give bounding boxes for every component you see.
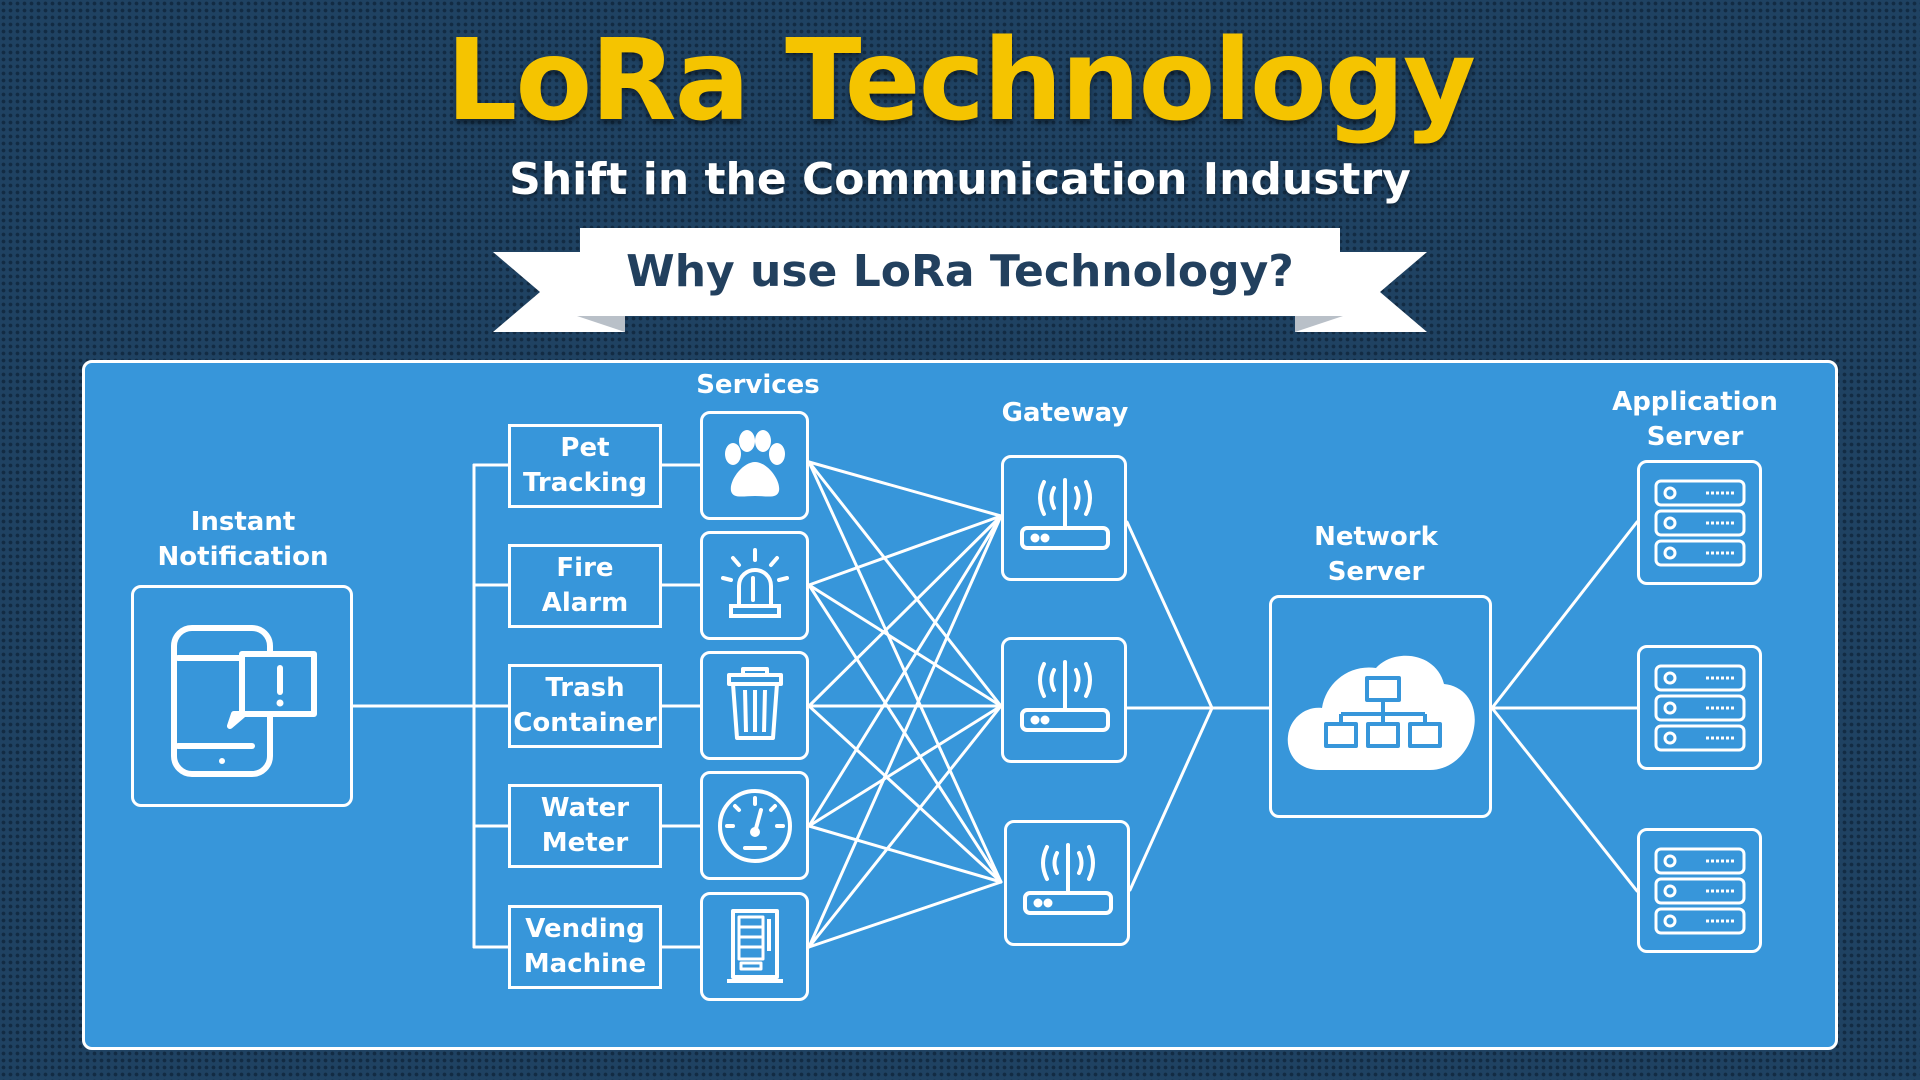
service-label-fire-alarm: Fire Alarm bbox=[508, 544, 662, 628]
server-rack-icon bbox=[1654, 847, 1746, 935]
instant-notification-box bbox=[131, 585, 353, 807]
server-rack-icon bbox=[1654, 664, 1746, 752]
service-icon-box-water-meter bbox=[700, 771, 809, 880]
router-icon bbox=[1020, 478, 1110, 550]
network-server-box bbox=[1269, 595, 1492, 818]
siren-icon bbox=[721, 548, 789, 618]
paw-icon bbox=[725, 430, 785, 497]
page-subtitle: Shift in the Communication Industry bbox=[509, 154, 1411, 205]
label-instant-notification: Instant Notification bbox=[157, 507, 329, 572]
service-icon-box-vending-machine bbox=[700, 892, 809, 1001]
service-icon-box-fire-alarm bbox=[700, 531, 809, 640]
service-label-water-meter: Water Meter bbox=[508, 784, 662, 868]
service-label-vending-machine: Vending Machine bbox=[508, 905, 662, 989]
service-label-pet-tracking: Pet Tracking bbox=[508, 424, 662, 508]
router-icon bbox=[1023, 843, 1113, 915]
service-icon-box-pet-tracking bbox=[700, 411, 809, 520]
ribbon-banner bbox=[493, 228, 1427, 332]
vending-machine-icon bbox=[727, 909, 783, 983]
router-icon bbox=[1020, 660, 1110, 732]
server-rack-icon bbox=[1654, 479, 1746, 567]
trash-can-icon bbox=[727, 667, 783, 740]
page-title: LoRa Technology bbox=[446, 16, 1476, 146]
cloud-network-icon bbox=[1287, 655, 1475, 770]
label-network-server: Network Server bbox=[1314, 522, 1438, 587]
phone-alert-icon bbox=[171, 625, 317, 777]
application-server-box-1 bbox=[1637, 460, 1762, 585]
label-application-server: Application Server bbox=[1612, 387, 1778, 452]
gauge-icon bbox=[718, 789, 792, 863]
ribbon-text: Why use LoRa Technology? bbox=[626, 246, 1294, 297]
gateway-box-3 bbox=[1004, 820, 1130, 946]
gateway-box-2 bbox=[1001, 637, 1127, 763]
service-icon-box-trash-container bbox=[700, 651, 809, 760]
gateway-box-1 bbox=[1001, 455, 1127, 581]
application-server-box-3 bbox=[1637, 828, 1762, 953]
label-services: Services bbox=[696, 370, 820, 400]
application-server-box-2 bbox=[1637, 645, 1762, 770]
label-gateway: Gateway bbox=[1001, 398, 1129, 428]
service-label-trash-container: Trash Container bbox=[508, 664, 662, 748]
